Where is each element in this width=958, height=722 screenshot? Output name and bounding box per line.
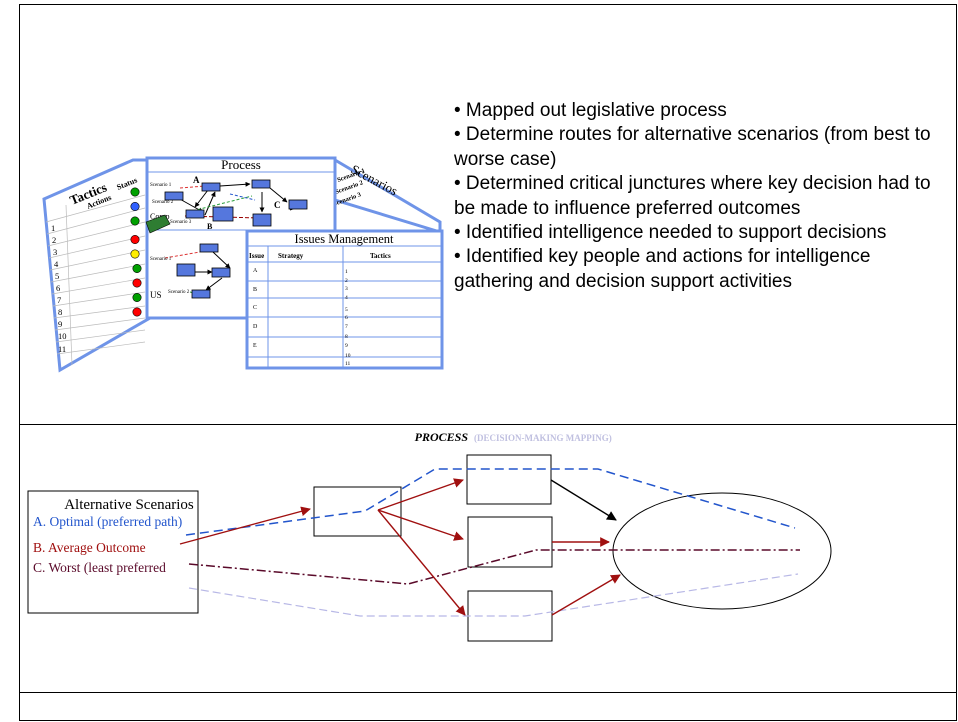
tactic-number: 2 xyxy=(345,278,348,284)
row-number: 10 xyxy=(58,331,67,341)
scenario-c-label: C. Worst (least preferred xyxy=(33,560,166,575)
status-dot xyxy=(130,187,140,197)
bullet-item: • Determine routes for alternative scena… xyxy=(454,124,931,170)
issue-column-header: Issue xyxy=(249,252,264,260)
comp-flag-icon xyxy=(145,214,171,234)
scenarios-box-title: Alternative Scenarios xyxy=(64,497,194,513)
decision-node xyxy=(467,516,553,568)
average-path-arrow xyxy=(179,506,311,545)
process-title: PROCESS xyxy=(415,430,469,444)
process-subtitle: (DECISION-MAKING MAPPING) xyxy=(474,433,612,443)
bullet-item: • Identified key people and actions for … xyxy=(454,246,871,292)
status-dot xyxy=(132,263,142,273)
node-label-a: A xyxy=(193,175,200,185)
average-path xyxy=(188,549,800,585)
tactic-number: 7 xyxy=(345,324,348,330)
scenario-label: Scenario 3 xyxy=(170,220,192,225)
scenario-label: Scenario 1 xyxy=(150,183,172,188)
status-dot xyxy=(132,278,142,288)
tactic-number: 4 xyxy=(345,295,348,301)
issue-row-label: A xyxy=(253,268,258,274)
tactic-number: 9 xyxy=(345,343,348,349)
row-number: 1 xyxy=(51,223,55,233)
section-divider-top xyxy=(19,424,957,425)
outcome-arrow xyxy=(551,574,621,616)
bullet-item: • Mapped out legislative process xyxy=(454,100,727,121)
bullet-item: • Determined critical junctures where ke… xyxy=(454,173,931,219)
outcome-arrow xyxy=(550,479,617,521)
branch-arrow xyxy=(377,509,464,541)
tactic-number: 11 xyxy=(345,361,351,367)
outcome-ellipse xyxy=(612,492,832,610)
slide-frame xyxy=(19,4,957,721)
bullet-list: • Mapped out legislative process • Deter… xyxy=(454,99,954,294)
us-label: US xyxy=(150,290,162,300)
branch-arrow xyxy=(377,509,466,616)
issue-row-label: D xyxy=(253,324,258,330)
row-number: 3 xyxy=(53,247,57,257)
tactic-number: 1 xyxy=(345,269,348,275)
status-dot xyxy=(130,235,140,245)
row-number: 8 xyxy=(58,307,62,317)
worst-path xyxy=(188,573,799,617)
tactic-number: 5 xyxy=(345,307,348,313)
scenarios-panel: Scenarios Scenario 1 Scenario 2 Scenario… xyxy=(332,157,442,235)
section-divider-bottom xyxy=(19,692,957,693)
node-label-b: B xyxy=(207,222,213,231)
optimal-path xyxy=(185,468,796,536)
row-number: 6 xyxy=(56,283,60,293)
row-number: 7 xyxy=(57,295,61,305)
status-dot xyxy=(130,249,140,259)
status-dot xyxy=(130,216,140,226)
alternative-scenarios-box xyxy=(27,490,199,614)
strategy-column-header: Strategy xyxy=(278,252,304,260)
issue-row-label: E xyxy=(253,343,257,349)
issue-row-label: B xyxy=(253,287,257,293)
comp-label: Comp xyxy=(150,212,170,221)
tactics-panel: Tactics Actions Status 1 2 3 4 5 6 7 8 9… xyxy=(42,158,152,373)
scenario-label: Scenario 2 xyxy=(152,200,174,205)
tactic-number: 6 xyxy=(345,315,348,321)
row-number: 5 xyxy=(55,271,59,281)
issues-panel: Issues Management Issue Strategy Tactics… xyxy=(245,229,444,370)
decision-node xyxy=(466,454,552,505)
row-number: 2 xyxy=(52,235,56,245)
scenario-label: Scenario 1 xyxy=(150,257,172,262)
issues-panel-title: Issues Management xyxy=(295,232,394,246)
status-dot xyxy=(130,202,140,212)
status-dot xyxy=(132,307,142,317)
row-number: 4 xyxy=(54,259,59,269)
scenario-label: Scenario 2 xyxy=(168,290,190,295)
tactic-number: 10 xyxy=(345,353,351,359)
row-number: 11 xyxy=(58,344,66,354)
scenario-b-label: B. Average Outcome xyxy=(33,540,146,555)
issue-row-label: C xyxy=(253,305,257,311)
tactic-number: 3 xyxy=(345,286,348,292)
scenario-a-label: A. Optimal (preferred path) xyxy=(33,514,182,529)
status-dot xyxy=(132,292,142,302)
bullet-item: • Identified intelligence needed to supp… xyxy=(454,222,887,244)
tactic-number: 8 xyxy=(345,334,348,340)
process-panel-title: Process xyxy=(221,157,261,172)
node-label-c: C xyxy=(274,200,281,210)
tactics-column-header: Tactics xyxy=(370,252,391,260)
row-number: 9 xyxy=(58,319,62,329)
branch-arrow xyxy=(377,478,464,511)
